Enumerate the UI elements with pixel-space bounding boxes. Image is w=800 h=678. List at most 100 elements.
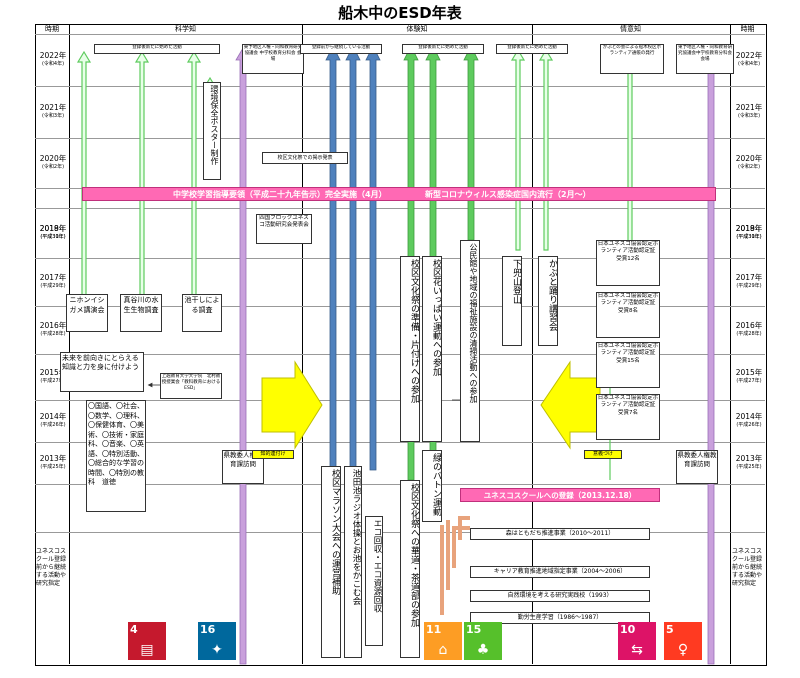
green-arrow: [76, 50, 92, 301]
gender-icon: ♀: [677, 642, 689, 658]
sdg-goal-4: 4▤: [128, 622, 166, 660]
year-label: 2015年(平成27年): [735, 368, 763, 384]
box-kenkyo: 県教委人権教育課訪問: [222, 450, 264, 484]
label-sci-new: 登録後新たに始めた活動: [94, 44, 220, 54]
yellow-arrow-left: [540, 360, 601, 450]
header-time-left: 時期: [45, 25, 59, 33]
sdg-number: 15: [466, 623, 482, 636]
year-label: 2017年(平成29年): [735, 273, 763, 289]
timeline-frame: [35, 24, 767, 666]
year-label: 2021年(令和3年): [735, 103, 763, 119]
green-arrow: [134, 50, 150, 301]
header-time-right: 時期: [740, 25, 755, 33]
column-divider: [532, 24, 533, 664]
label-intellectual-link: 知的連付け: [252, 450, 294, 459]
column-divider: [69, 24, 70, 664]
sdg-number: 11: [426, 623, 442, 636]
box-subjects: 〇国語、〇社会、〇数学、〇理科、〇保健体育、〇美術、〇技術・家庭科、〇音楽、〇英…: [86, 400, 146, 512]
box-nihon-ishigame: ニホンイシガメ講演会: [66, 294, 108, 332]
box-award-8: 日本ユネスコ協会認定ボランティア活動認定証 受賞8名: [596, 292, 660, 338]
year-label: 2018年(平成30年): [735, 224, 763, 240]
page-title: 船木中のESD年表: [338, 4, 462, 22]
year-label: 2019年(平成31年): [735, 224, 763, 240]
year-label: 2020年(令和2年): [735, 154, 763, 170]
box-kenkyo-2: 県教委人権教育課訪問: [676, 450, 718, 484]
year-label: 2016年(平成28年): [735, 321, 763, 337]
sdg-goal-15: 15 ♣: [464, 622, 502, 660]
green-arrow: [510, 48, 526, 251]
year-divider: [35, 86, 765, 87]
box-midori: 緑のバトン運動: [422, 450, 442, 522]
sdg-number: 4: [130, 623, 138, 636]
sdg-number: 5: [666, 623, 674, 636]
label-new-started-2: 登録後新たに始めた活動: [496, 44, 568, 54]
year-divider: [35, 34, 765, 35]
banner-left-text: 中学校学習指導要領（平成二十九年告示）完全実施（4月）: [173, 190, 387, 199]
blue-arrow: [325, 45, 341, 471]
box-award-15: 日本ユネスコ協会認定ボランティア活動認定証 受賞15名: [596, 342, 660, 388]
sdg-goal-16: 16 ✦: [198, 622, 236, 660]
yellow-arrow-right: [261, 360, 323, 450]
bottom-label-left: ユネスコスクール登録前から継続する活動や研究指定: [36, 548, 67, 587]
history-mori: 森はともだち推進事業（2010～2011）: [470, 528, 650, 540]
history-career: キャリア教育推進地域指定事業（2004～2006）: [470, 566, 650, 578]
box-kado: 校区文化祭への華道・茶道部の参加: [400, 480, 420, 658]
box-hana: 校区花いっぱい運動への参加: [422, 256, 442, 442]
history-kinro: 勤労生産学習（1986～1987）: [470, 612, 650, 624]
history-shizen: 自然環境を考える研究実践校（1993）: [470, 590, 650, 602]
label-meaning: 意義づけ: [584, 450, 622, 459]
year-label: 2014年(平成26年): [735, 412, 763, 428]
box-env-poster: 環境保全ポスター制作: [203, 82, 221, 180]
history-arrows: [440, 516, 470, 615]
book-icon: ▤: [140, 642, 154, 658]
sdg-goal-11: 11 ⌂: [424, 622, 462, 660]
year-label: 2017年(平成29年): [39, 273, 67, 289]
header-body: 体験知: [406, 25, 428, 33]
label-tohoku-meeting-2: 東予地区人権・同和教育研究協議会中学校教育分科会会場: [676, 44, 734, 74]
purple-arrow: [703, 47, 719, 665]
green-arrow: [622, 58, 638, 251]
year-label: 2022年(令和4年): [735, 51, 763, 67]
box-exhibit: 校区文化祭での掲示発表: [262, 152, 348, 164]
green-arrow: [186, 50, 202, 301]
column-divider: [302, 24, 303, 664]
box-koumin: 公民館や地域の福祉施設の清掃活動への参加: [460, 240, 480, 442]
box-award-7: 日本ユネスコ協会認定ボランティア活動認定証 受賞7名: [596, 394, 660, 440]
green-arrow: [538, 48, 554, 251]
box-joetsu: 上越教育大学大学院 北村教授授業会「教科教育におけるESD」: [160, 373, 222, 399]
dove-icon: ✦: [211, 642, 223, 658]
year-label: 2015年(平成27年): [39, 368, 67, 384]
banner-right-text: 新型コロナウィルス感染症国内流行（2月～）: [425, 190, 591, 199]
tree-icon: ♣: [476, 642, 490, 658]
box-award-12: 日本ユネスコ協会認定ボランティア活動認定証 受賞12名: [596, 240, 660, 286]
green-arrows-science: [76, 50, 218, 301]
label-new-started: 登録後新たに始めた活動: [402, 44, 484, 54]
year-label: 2022年(令和4年): [39, 51, 67, 67]
year-label: 2020年(令和2年): [39, 154, 67, 170]
year-label: 2018年(平成30年): [39, 224, 67, 240]
city-icon: ⌂: [438, 642, 448, 658]
year-label: 2014年(平成26年): [39, 412, 67, 428]
box-eco: エコ回収・エコ資源回収: [365, 516, 383, 646]
year-divider: [35, 442, 765, 443]
year-label: 2013年(平成25年): [39, 454, 67, 470]
year-label: 2016年(平成28年): [39, 321, 67, 337]
blue-arrow: [365, 45, 381, 471]
bottom-label-right: ユネスコスクール登録前から継続する活動や研究指定: [732, 548, 763, 587]
equality-icon: ⇆: [631, 642, 643, 658]
year-label: 2019年(平成31年): [39, 224, 67, 240]
label-continuing: 登録前から継続している活動: [300, 44, 382, 54]
blue-arrow: [345, 45, 361, 471]
unesco-registration-banner: ユネスコスクールへの登録（2013.12.18）: [460, 488, 660, 502]
year-label: 2021年(令和3年): [39, 103, 67, 119]
box-marathon: 校区マラソン大会への運営補助: [321, 466, 341, 658]
box-tanigawa: 真谷川の水生生物調査: [120, 294, 162, 332]
purple-arrow: [235, 47, 251, 665]
green-arrow: [463, 45, 479, 241]
sdg-number: 16: [200, 623, 216, 636]
box-shikoku: 四国ブロックユネスコ活動研究会発表会: [256, 214, 312, 244]
box-radio: 池田池ラジオ体操とお池をかこむ会: [344, 466, 362, 658]
box-ikeboshi: 池干しによる調査: [182, 294, 222, 332]
box-shimokan: 下兜山登山: [502, 256, 522, 346]
label-tohoku-meeting: 東予地区人権・同和教育研究協議会 中学校教育分科会 会場: [242, 44, 304, 74]
